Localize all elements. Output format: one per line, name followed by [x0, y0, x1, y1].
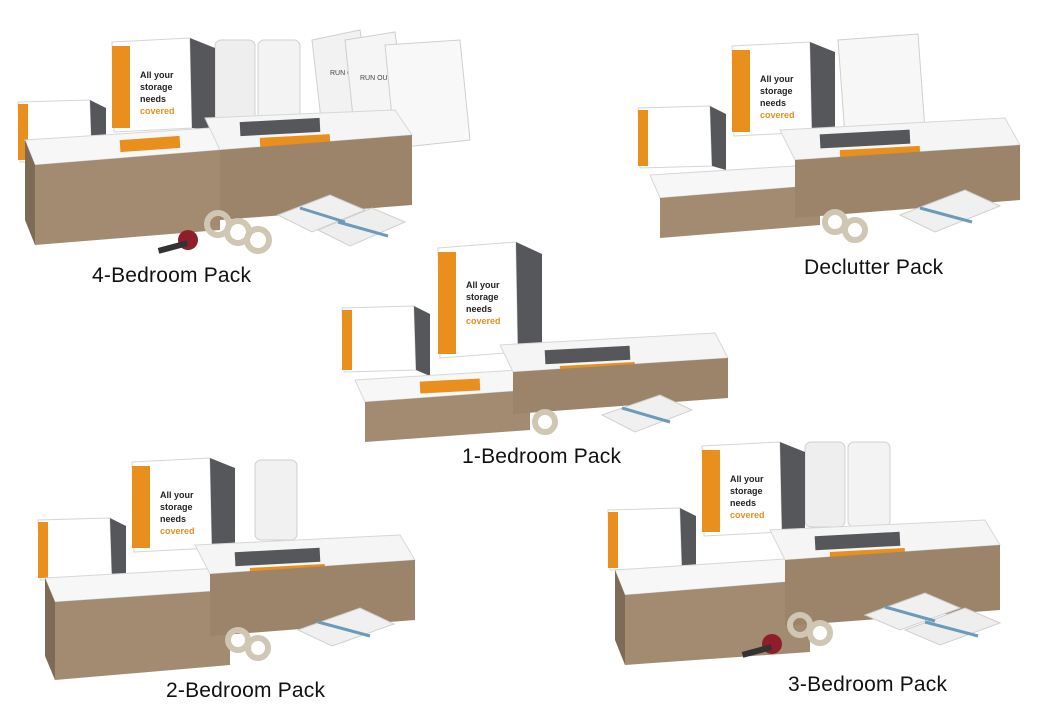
box-tagline: covered: [160, 526, 195, 536]
tall-moving-box: All your storage needs covered: [701, 441, 805, 537]
packing-paper-bundle: [296, 607, 396, 647]
tape-roll: [245, 635, 271, 661]
pack-1-bedroom: All your storage needs covered 1-Bedroom…: [330, 230, 750, 480]
tall-moving-box: All your storage needs covered: [731, 41, 835, 137]
packing-paper-bundle: [898, 189, 1002, 233]
pack-label: 1-Bedroom Pack: [462, 445, 622, 468]
tape-roll: [532, 409, 558, 435]
pack-label: 2-Bedroom Pack: [166, 679, 326, 702]
pack-4-bedroom-illustration: RUN OUT RUN OUT All your storage needs c…: [17, 29, 471, 254]
flat-box-stack: [44, 567, 231, 680]
tall-moving-box: All your storage needs covered: [437, 241, 542, 359]
box-tagline: needs: [730, 498, 756, 508]
tape-dispenser-icon: [741, 634, 782, 658]
box-tagline: All your: [760, 74, 794, 84]
packing-paper-bundle: [600, 394, 694, 433]
box-tagline: storage: [730, 486, 763, 496]
box-tagline: needs: [760, 98, 786, 108]
box-tagline: covered: [760, 110, 795, 120]
flat-box-stack: [24, 127, 221, 245]
tall-moving-box: All your storage needs covered: [131, 457, 235, 553]
box-tagline: needs: [160, 514, 186, 524]
bubble-wrap-roll: [254, 459, 298, 541]
pack-declutter-illustration: All your storage needs covered: [637, 33, 1021, 243]
flat-box-stack: [499, 332, 729, 414]
pack-1-bedroom-illustration: All your storage needs covered: [341, 241, 729, 442]
bubble-wrap-roll: [847, 441, 891, 528]
pack-3-bedroom-illustration: All your storage needs covered: [607, 441, 1002, 665]
box-tagline: covered: [140, 106, 175, 116]
pack-2-bedroom-illustration: All your storage needs covered: [37, 457, 416, 680]
pack-declutter: All your storage needs covered Declutter…: [620, 0, 1040, 290]
pack-label: Declutter Pack: [804, 256, 944, 279]
small-moving-box: [607, 507, 696, 572]
small-moving-box: [37, 517, 126, 582]
box-tagline: covered: [466, 316, 501, 326]
box-tagline: storage: [466, 292, 499, 302]
bubble-wrap-roll: [214, 39, 256, 126]
bag-text: RUN OUT: [330, 70, 363, 77]
flat-box-stack: [204, 109, 413, 220]
packing-paper-bundle: [316, 207, 407, 247]
tall-moving-box: All your storage needs covered: [111, 37, 215, 133]
bubble-wrap-roll: [257, 39, 301, 126]
pack-label: 3-Bedroom Pack: [788, 673, 948, 696]
tape-roll: [842, 217, 868, 243]
flat-box-stack: [614, 557, 811, 665]
small-moving-box: [637, 105, 726, 170]
flat-box-stack: [354, 369, 531, 442]
box-tagline: All your: [466, 280, 500, 290]
box-tagline: needs: [140, 94, 166, 104]
packing-paper-bundle: [903, 607, 1002, 646]
tape-roll: [244, 226, 272, 254]
tape-roll: [822, 209, 848, 235]
box-tagline: All your: [730, 474, 764, 484]
tape-roll: [225, 627, 251, 653]
box-tagline: All your: [160, 490, 194, 500]
box-tagline: All your: [140, 70, 174, 80]
box-tagline: needs: [466, 304, 492, 314]
box-tagline: storage: [140, 82, 173, 92]
tape-roll: [807, 620, 833, 646]
tape-dispenser-icon: [157, 230, 198, 254]
storage-bag: [837, 33, 926, 137]
flat-box-stack: [649, 164, 821, 238]
box-tagline: covered: [730, 510, 765, 520]
pack-label: 4-Bedroom Pack: [92, 264, 252, 287]
pack-3-bedroom: All your storage needs covered: [600, 430, 1030, 710]
small-moving-box: [341, 305, 430, 376]
pack-4-bedroom: RUN OUT RUN OUT All your storage needs c…: [0, 0, 520, 300]
bubble-wrap-roll: [804, 441, 846, 528]
pack-2-bedroom: All your storage needs covered 2-Bedroom…: [20, 450, 440, 715]
box-tagline: storage: [760, 86, 793, 96]
bag-text: RUN OUT: [360, 75, 393, 82]
packing-paper-bundle: [863, 592, 962, 631]
box-tagline: storage: [160, 502, 193, 512]
